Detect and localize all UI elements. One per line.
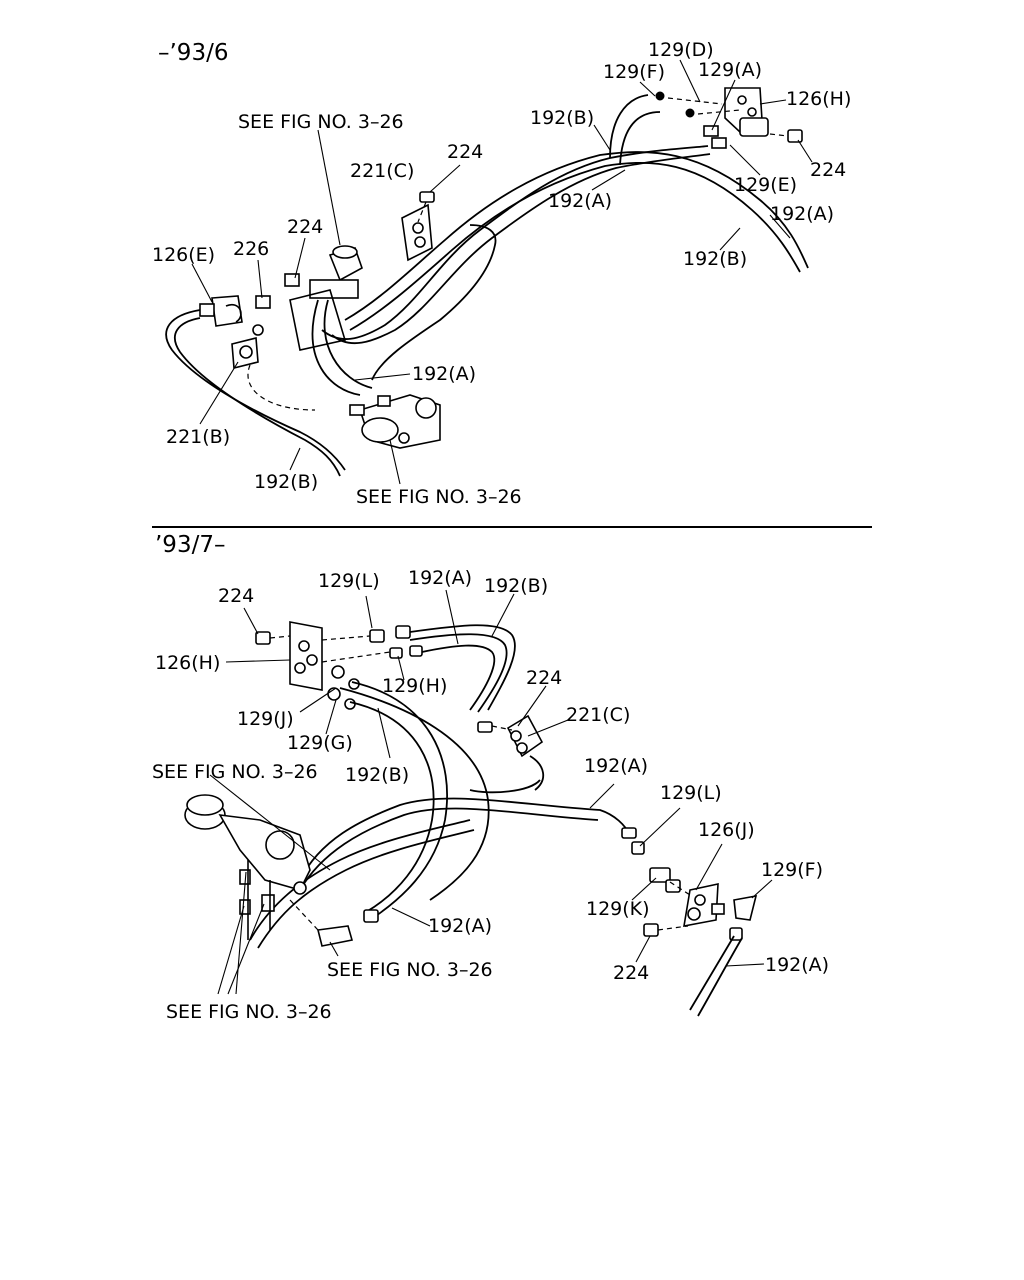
label-226: 226: [233, 238, 269, 260]
bottom-section: ’93/7–: [152, 532, 829, 1023]
top-leader-lines: [191, 59, 813, 485]
label-221b: 221(B): [166, 426, 230, 448]
label-129l-right: 129(L): [660, 782, 722, 804]
label-129j: 129(J): [237, 708, 294, 730]
label-129k: 129(K): [586, 898, 650, 920]
label-see-fig-upper: SEE FIG NO. 3–26: [238, 111, 404, 133]
valve-assembly-bottom: [184, 794, 354, 947]
label-see-fig-center: SEE FIG NO. 3–26: [327, 959, 493, 981]
label-129a: 129(A): [698, 59, 762, 81]
label-221c: 221(C): [350, 160, 414, 182]
label-126h: 126(H): [786, 88, 851, 110]
label-192a-lower: 192(A): [412, 363, 476, 385]
label-126j: 126(J): [698, 819, 755, 841]
junction-fitting-top: [289, 245, 363, 351]
label-129f-bottom: 129(F): [761, 859, 823, 881]
label-see-fig-bottom: SEE FIG NO. 3–26: [166, 1001, 332, 1023]
label-224-top: 224: [218, 585, 254, 607]
clip-221b: [231, 336, 259, 370]
label-224-right: 224: [810, 159, 846, 181]
bracket-221c-top: [401, 191, 435, 262]
fitting-192a-end: [363, 909, 379, 923]
label-192b-right: 192(B): [683, 248, 747, 270]
top-section-header: –’93/6: [158, 40, 228, 66]
bottom-leader-lines: [209, 589, 773, 995]
label-224-bottom: 224: [613, 962, 649, 984]
bottom-section-header: ’93/7–: [155, 532, 225, 558]
top-pipe-bundle: [311, 94, 809, 396]
label-129f: 129(F): [603, 61, 665, 83]
bottom-top-pipe-loops: [409, 624, 516, 713]
label-192a-right: 192(A): [584, 755, 648, 777]
label-129e: 129(E): [734, 174, 797, 196]
label-see-fig-lower: SEE FIG NO. 3–26: [356, 486, 522, 508]
label-126h-bottom: 126(H): [155, 652, 220, 674]
label-126e: 126(E): [152, 244, 215, 266]
right-pipe-192a: [689, 935, 743, 1017]
label-221c-bottom: 221(C): [566, 704, 630, 726]
label-192a-far: 192(A): [765, 954, 829, 976]
bracket-126e: [199, 273, 300, 336]
label-192a-right: 192(A): [770, 203, 834, 225]
label-224-left: 224: [287, 216, 323, 238]
label-192a-top: 192(A): [408, 567, 472, 589]
label-224-mid: 224: [526, 667, 562, 689]
valve-block-top: [349, 224, 497, 449]
label-192b-bottom: 192(B): [254, 471, 318, 493]
label-192b-top: 192(B): [484, 575, 548, 597]
label-192b-top: 192(B): [530, 107, 594, 129]
label-129d: 129(D): [648, 39, 714, 61]
label-see-fig-left: SEE FIG NO. 3–26: [152, 761, 318, 783]
label-129l-top: 129(L): [318, 570, 380, 592]
top-section: –’93/6: [152, 39, 851, 508]
label-129g: 129(G): [287, 732, 353, 754]
label-192b-mid: 192(B): [345, 764, 409, 786]
label-192a-mid: 192(A): [548, 190, 612, 212]
bracket-126h-top: [655, 87, 803, 149]
bracket-126j: [621, 827, 758, 941]
label-192a-lower-bottom: 192(A): [428, 915, 492, 937]
bracket-221c-bottom: [477, 714, 544, 791]
label-224-top: 224: [447, 141, 483, 163]
label-129h: 129(H): [382, 675, 447, 697]
